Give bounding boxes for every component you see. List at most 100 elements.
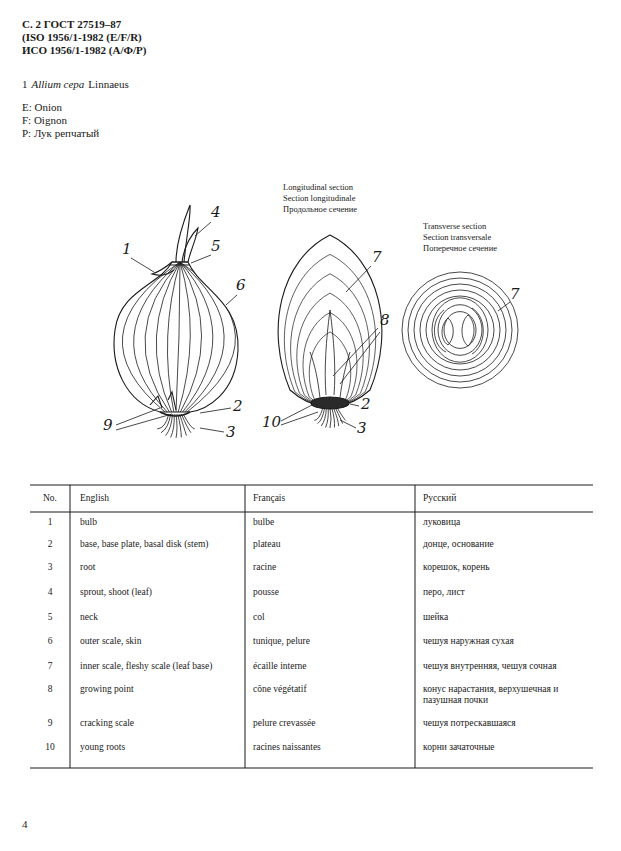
scale-ring <box>402 272 518 388</box>
scale-ring <box>420 290 500 370</box>
root <box>181 414 191 433</box>
leader-lines <box>116 222 510 432</box>
base-plate <box>311 397 349 409</box>
root <box>334 408 339 426</box>
callout-number: 4 <box>211 204 221 221</box>
bulb-rib <box>134 262 180 412</box>
callout-number: 8 <box>380 312 390 329</box>
callout-number: 7 <box>372 249 382 266</box>
bulb-rib <box>180 262 213 412</box>
table-cell: 2 <box>30 539 70 550</box>
sprout <box>182 228 198 262</box>
callout-number: 1 <box>122 241 132 258</box>
section-title: Transverse section <box>423 222 486 232</box>
callout-number: 3 <box>357 420 367 437</box>
page-header: С. 2 ГОСТ 27519–87 <box>22 18 121 31</box>
inner-bud <box>434 308 483 354</box>
table-cell: sprout, shoot (leaf) <box>80 587 240 598</box>
callout-number: 7 <box>510 286 520 303</box>
bulb-rib <box>178 262 190 412</box>
table-cell: корешок, корень <box>423 562 588 573</box>
neck <box>170 262 190 265</box>
table-cell: cône végétatif <box>253 684 408 695</box>
inner-scale <box>284 254 375 405</box>
bulb-rib <box>122 262 180 412</box>
scale-ring <box>408 278 512 382</box>
bulb-rib <box>180 262 235 412</box>
table-cell: young roots <box>80 742 240 753</box>
bulb-rib <box>145 262 180 412</box>
table-cell: корни зачаточные <box>423 742 588 753</box>
table-cell: перо, лист <box>423 587 588 598</box>
table-cell: шейка <box>423 612 588 623</box>
root <box>330 408 331 428</box>
table-cell: 7 <box>30 661 70 672</box>
table-header: No. <box>30 493 70 504</box>
bulb-rib <box>176 262 180 412</box>
table-cell: col <box>253 612 408 623</box>
root <box>337 408 345 420</box>
table-cell: 8 <box>30 684 70 695</box>
table-cell: конус нарастания, верхушечная и пазушная… <box>423 684 588 706</box>
scale-ring <box>444 312 476 349</box>
inner-scale <box>291 274 370 406</box>
table-cell: root <box>80 562 240 573</box>
table-cell: чешуя потрескавшаяся <box>423 718 588 729</box>
root <box>321 408 326 426</box>
inner-scale <box>297 293 363 405</box>
common-name: E: Onion <box>22 101 62 114</box>
callout-number: 5 <box>211 238 221 255</box>
sprout <box>176 205 190 262</box>
table-cell: 3 <box>30 562 70 573</box>
bulb-outline <box>114 262 238 412</box>
root <box>332 408 335 427</box>
common-name: F: Oignon <box>22 114 67 127</box>
table-cell: 5 <box>30 612 70 623</box>
callout-number: 2 <box>361 396 371 413</box>
table-cell: racines naissantes <box>253 742 408 753</box>
table-cell: 6 <box>30 636 70 647</box>
callout-number: 6 <box>236 277 246 294</box>
table-header: Русский <box>423 493 588 504</box>
inner-scale <box>309 332 351 405</box>
root <box>176 414 177 438</box>
section-title: Продольное сечение <box>283 205 357 215</box>
bulb-rib <box>156 262 180 412</box>
table-cell: чешуя внутренняя, чешуя сочная <box>423 661 588 672</box>
callout-number: 2 <box>233 398 243 415</box>
table-cell: plateau <box>253 539 408 550</box>
table-cell: чешуя наружная сухая <box>423 636 588 647</box>
root <box>326 408 329 427</box>
page-number: 4 <box>22 818 28 831</box>
section-title: Section transversale <box>423 233 491 243</box>
callout-number: 10 <box>262 414 281 431</box>
dry-scale-tip <box>152 262 174 275</box>
table-cell: outer scale, skin <box>80 636 240 647</box>
table-cell: inner scale, fleshy scale (leaf base) <box>80 661 240 672</box>
table-cell: bulbe <box>253 517 408 528</box>
page-header: (ISO 1956/1-1982 (E/F/R) <box>22 31 142 44</box>
root <box>166 414 173 436</box>
root <box>171 414 175 437</box>
species-name: Allium cepa <box>32 78 85 91</box>
root <box>183 414 195 429</box>
table-cell: cracking scale <box>80 718 240 729</box>
table-cell: pelure crevassée <box>253 718 408 729</box>
table-cell: pousse <box>253 587 408 598</box>
table-cell: луковица <box>423 517 588 528</box>
callout-number: 3 <box>226 424 236 441</box>
table-cell: 10 <box>30 742 70 753</box>
table-cell: 1 <box>30 517 70 528</box>
table-cell: донце, основание <box>423 539 588 550</box>
species-number: 1 <box>22 78 28 91</box>
table-cell: écaille interne <box>253 661 408 672</box>
section-title: Поперечное сечение <box>423 244 497 254</box>
table-header: Français <box>253 493 408 504</box>
base-plate <box>160 412 190 416</box>
table-cell: bulb <box>80 517 240 528</box>
scale-ring <box>432 298 488 362</box>
callout-number: 9 <box>103 417 113 434</box>
cracking-scale <box>150 392 176 410</box>
bulb-rib <box>180 262 224 412</box>
table-cell: 9 <box>30 718 70 729</box>
